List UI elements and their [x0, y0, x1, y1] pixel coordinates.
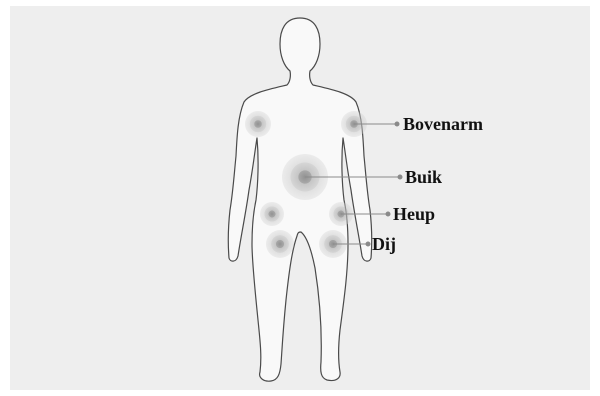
- label-upper-arm: Bovenarm: [403, 114, 483, 134]
- body-silhouette: [228, 18, 371, 381]
- label-thigh: Dij: [372, 234, 396, 254]
- site-thigh-left: [266, 230, 294, 258]
- site-upper-arm-left: [245, 111, 271, 137]
- connector-dot-upper-arm: [395, 122, 399, 126]
- site-hip-left: [260, 202, 284, 226]
- label-hip: Heup: [393, 204, 435, 224]
- connector-dot-thigh: [366, 242, 370, 246]
- connector-dot-hip: [386, 212, 390, 216]
- label-abdomen: Buik: [405, 167, 442, 187]
- connector-dot-abdomen: [398, 175, 402, 179]
